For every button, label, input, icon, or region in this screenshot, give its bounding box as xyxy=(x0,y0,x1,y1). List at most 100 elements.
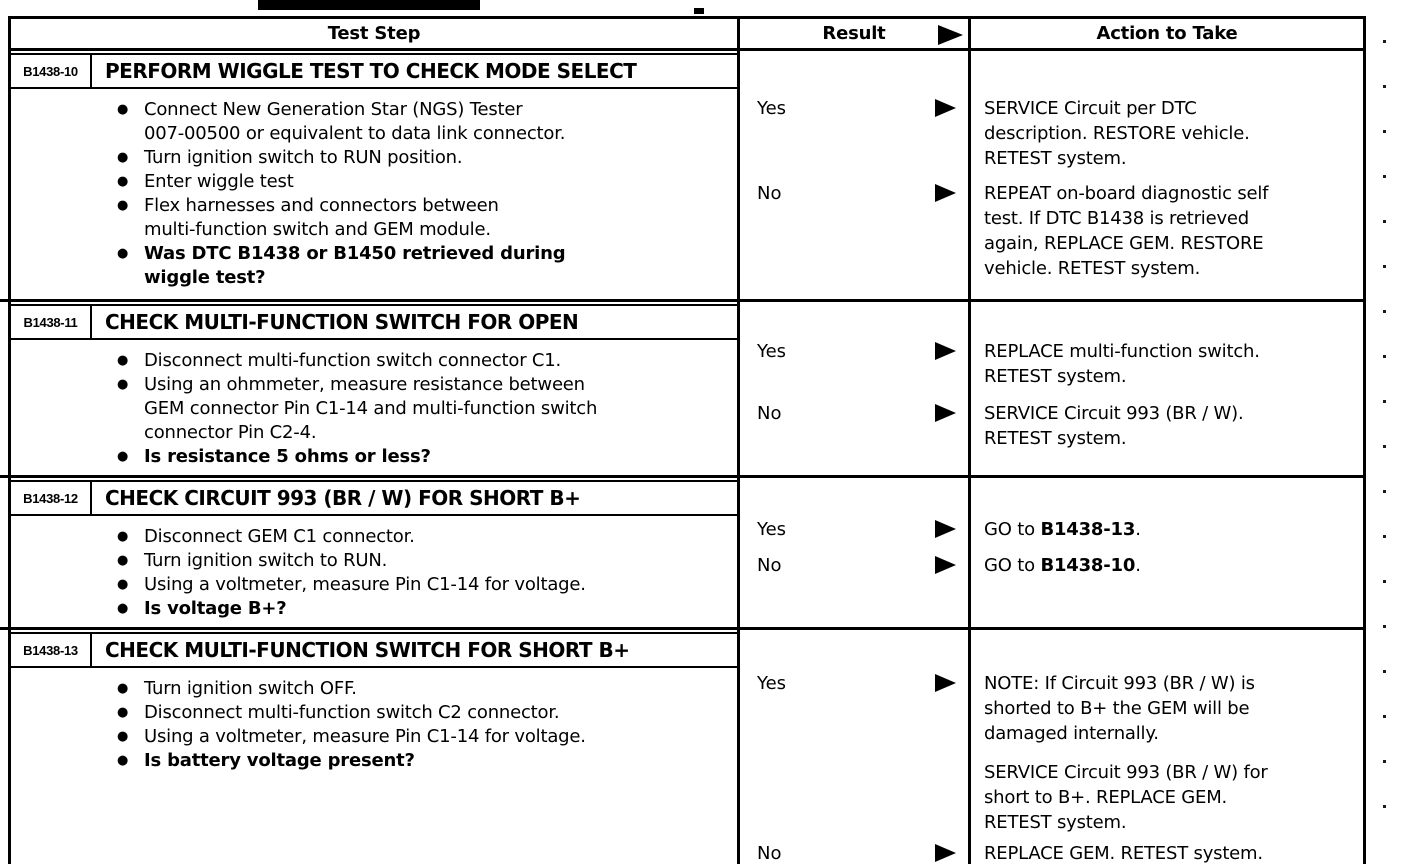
result-entry: No GO to B1438-10. xyxy=(740,553,1363,578)
step-id: B1438-13 xyxy=(11,634,92,666)
action-text-segment: REPLACE GEM. RETEST system. xyxy=(984,843,1263,864)
scan-speck xyxy=(1383,310,1386,313)
result-label: No xyxy=(757,403,782,424)
action-text-segment: B1438-13 xyxy=(1040,519,1136,540)
action-cell: SERVICE Circuit 993 (BR / W). RETEST sys… xyxy=(968,401,1363,451)
result-action-cell: Yes NOTE: If Circuit 993 (BR / W) is sho… xyxy=(737,630,1363,864)
column-header-result: Result xyxy=(737,19,968,48)
bullet-icon: ● xyxy=(117,102,129,117)
action-cell: SERVICE Circuit per DTC description. RES… xyxy=(968,96,1363,171)
test-step-cell: B1438-12 CHECK CIRCUIT 993 (BR / W) FOR … xyxy=(11,478,737,627)
action-paragraph: GO to B1438-13. xyxy=(984,517,1357,542)
result-arrow-icon xyxy=(935,556,956,574)
action-paragraph: REPLACE GEM. RETEST system. xyxy=(984,841,1357,864)
step-title-box: B1438-13 CHECK MULTI-FUNCTION SWITCH FOR… xyxy=(11,632,737,668)
instruction-text: Using a voltmeter, measure Pin C1-14 for… xyxy=(144,726,586,747)
action-paragraph: SERVICE Circuit 993 (BR / W) for short t… xyxy=(984,760,1357,835)
result-cell: Yes xyxy=(740,96,968,171)
scan-speck xyxy=(1383,355,1386,358)
action-text-segment: REPLACE multi-function switch. RETEST sy… xyxy=(984,341,1260,387)
step-id: B1438-12 xyxy=(11,482,92,514)
test-step-row: B1438-13 CHECK MULTI-FUNCTION SWITCH FOR… xyxy=(0,627,1363,864)
step-instructions: ● Disconnect multi-function switch conne… xyxy=(11,340,737,475)
instruction-item: ● Using a voltmeter, measure Pin C1-14 f… xyxy=(117,725,729,749)
bullet-icon: ● xyxy=(117,681,129,696)
action-cell: GO to B1438-10. xyxy=(968,553,1363,578)
action-text-segment: . xyxy=(1135,519,1141,540)
result-arrow-icon xyxy=(935,674,956,692)
instruction-item: ● Using a voltmeter, measure Pin C1-14 f… xyxy=(117,573,729,597)
step-id: B1438-10 xyxy=(11,55,92,87)
scan-speck xyxy=(1383,490,1386,493)
result-action-cell: Yes SERVICE Circuit per DTC description.… xyxy=(737,51,1363,299)
scan-artifact-bar xyxy=(258,0,480,10)
scan-artifact-tick xyxy=(694,8,704,14)
bullet-icon: ● xyxy=(117,601,129,616)
step-title: CHECK MULTI-FUNCTION SWITCH FOR OPEN xyxy=(105,310,579,334)
result-entry: No REPLACE GEM. RETEST system. xyxy=(740,841,1363,864)
result-arrow-icon xyxy=(935,342,956,360)
scan-speck xyxy=(1383,400,1386,403)
test-step-row: B1438-12 CHECK CIRCUIT 993 (BR / W) FOR … xyxy=(0,475,1363,627)
result-entry: Yes GO to B1438-13. xyxy=(740,517,1363,542)
table-body: B1438-10 PERFORM WIGGLE TEST TO CHECK MO… xyxy=(0,51,1363,864)
instruction-text: Is voltage B+? xyxy=(144,598,287,619)
result-cell: No xyxy=(740,401,968,451)
scan-speck xyxy=(1383,130,1386,133)
instruction-item: ● Is voltage B+? xyxy=(117,597,729,621)
bullet-icon: ● xyxy=(117,553,129,568)
instruction-text: Using an ohmmeter, measure resistance be… xyxy=(144,374,598,443)
result-cell: No xyxy=(740,841,968,864)
action-text-segment: . xyxy=(1135,555,1141,576)
bullet-icon: ● xyxy=(117,577,129,592)
column-header-test-step: Test Step xyxy=(327,23,421,44)
action-text-segment: SERVICE Circuit 993 (BR / W) for short t… xyxy=(984,762,1268,833)
step-title: CHECK MULTI-FUNCTION SWITCH FOR SHORT B+ xyxy=(105,638,630,662)
bullet-icon: ● xyxy=(117,246,129,261)
action-text-segment: GO to xyxy=(984,555,1041,576)
scan-speck xyxy=(1383,805,1386,808)
bullet-icon: ● xyxy=(117,729,129,744)
action-cell: REPLACE multi-function switch. RETEST sy… xyxy=(968,339,1363,389)
instruction-item: ● Enter wiggle test xyxy=(117,170,729,194)
action-paragraph: REPLACE multi-function switch. RETEST sy… xyxy=(984,339,1357,389)
scan-speck xyxy=(1383,265,1386,268)
action-text-segment: SERVICE Circuit 993 (BR / W). RETEST sys… xyxy=(984,403,1244,449)
result-arrow-icon xyxy=(935,184,956,202)
column-divider xyxy=(968,302,971,475)
action-cell: REPEAT on-board diagnostic self test. If… xyxy=(968,181,1363,281)
column-header-action: Action to Take xyxy=(968,19,1363,48)
instruction-text: Using a voltmeter, measure Pin C1-14 for… xyxy=(144,574,586,595)
result-arrow-icon xyxy=(938,25,963,45)
step-title-box: B1438-12 CHECK CIRCUIT 993 (BR / W) FOR … xyxy=(11,480,737,516)
instruction-item: ● Flex harnesses and connectors between … xyxy=(117,194,729,242)
instruction-text: Connect New Generation Star (NGS) Tester… xyxy=(144,99,566,144)
test-step-cell: B1438-13 CHECK MULTI-FUNCTION SWITCH FOR… xyxy=(11,630,737,864)
bullet-icon: ● xyxy=(117,377,129,392)
bullet-icon: ● xyxy=(117,174,129,189)
result-label: Yes xyxy=(757,673,787,694)
instruction-text: Disconnect multi-function switch connect… xyxy=(144,350,562,371)
instruction-text: Is battery voltage present? xyxy=(144,750,415,771)
instruction-item: ● Turn ignition switch OFF. xyxy=(117,677,729,701)
column-divider xyxy=(968,478,971,627)
scan-speck xyxy=(1383,445,1386,448)
action-paragraph: SERVICE Circuit per DTC description. RES… xyxy=(984,96,1357,171)
test-step-cell: B1438-11 CHECK MULTI-FUNCTION SWITCH FOR… xyxy=(11,302,737,475)
result-entry: Yes REPLACE multi-function switch. RETES… xyxy=(740,339,1363,389)
table-header-row: Test Step Result Action to Take xyxy=(11,19,1363,51)
result-entry: Yes NOTE: If Circuit 993 (BR / W) is sho… xyxy=(740,671,1363,835)
scan-speck xyxy=(1383,40,1386,43)
instruction-item: ● Turn ignition switch to RUN position. xyxy=(117,146,729,170)
instruction-item: ● Was DTC B1438 or B1450 retrieved durin… xyxy=(117,242,729,290)
result-label: Yes xyxy=(757,519,787,540)
result-cell: Yes xyxy=(740,517,968,542)
action-text-segment: NOTE: If Circuit 993 (BR / W) is shorted… xyxy=(984,673,1255,744)
result-arrow-icon xyxy=(935,99,956,117)
bullet-icon: ● xyxy=(117,198,129,213)
scan-speck xyxy=(1383,175,1386,178)
result-action-cell: Yes REPLACE multi-function switch. RETES… xyxy=(737,302,1363,475)
instruction-text: Was DTC B1438 or B1450 retrieved during … xyxy=(144,243,566,288)
instruction-text: Turn ignition switch to RUN. xyxy=(144,550,388,571)
action-text-segment: SERVICE Circuit per DTC description. RES… xyxy=(984,98,1250,169)
